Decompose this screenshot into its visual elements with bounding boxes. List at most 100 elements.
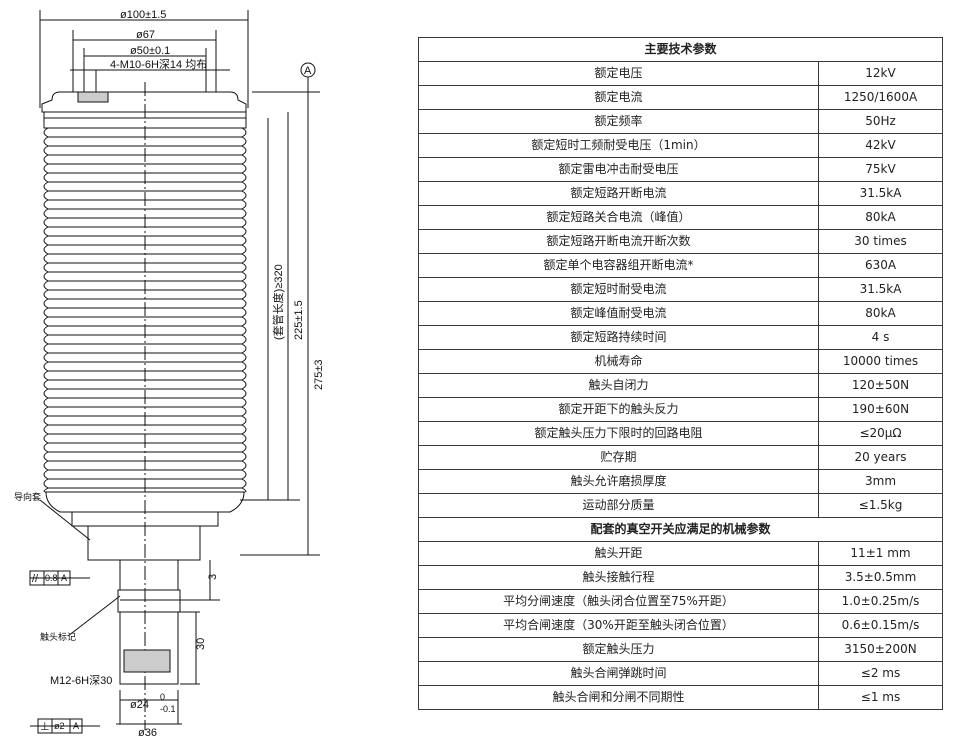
parameter-label: 贮存期 xyxy=(418,445,819,470)
dim-225: 225±1.5 xyxy=(293,300,305,340)
corrugation-rib xyxy=(43,316,247,327)
corrugation-rib xyxy=(43,361,247,372)
section-title: 主要技术参数 xyxy=(417,37,944,62)
parameter-label: 额定开距下的触头反力 xyxy=(418,397,819,422)
parameter-value: 1.0±0.25m/s xyxy=(817,589,944,614)
dim-30: 30 xyxy=(195,638,207,650)
parameter-label: 额定短路关合电流（峰值） xyxy=(418,205,819,230)
parameter-label: 额定触头压力 xyxy=(418,637,819,662)
table-row: 平均合闸速度（30%开距至触头闭合位置）0.6±0.15m/s xyxy=(418,613,944,638)
dim-3: 3 xyxy=(207,574,219,580)
parameter-label: 触头合闸和分闸不同期性 xyxy=(418,685,819,710)
parameter-label: 平均分闸速度（触头闭合位置至75%开距） xyxy=(418,589,819,614)
parameter-label: 额定短路开断电流 xyxy=(418,181,819,206)
parameter-value: 31.5kA xyxy=(817,181,944,206)
parameter-label: 额定雷电冲击耐受电压 xyxy=(418,157,819,182)
parameter-label: 触头自闭力 xyxy=(418,373,819,398)
table-row: 触头合闸弹跳时间≤2 ms xyxy=(418,661,944,686)
perpendicularity-value: ø2 xyxy=(54,721,65,731)
parameter-value: 3150±200N xyxy=(817,637,944,662)
table-row: 额定短时工频耐受电压（1min）42kV xyxy=(418,133,944,158)
table-row: 额定触头压力下限时的回路电阻≤20μΩ xyxy=(418,421,944,446)
dim-d24-tol-upper: 0 xyxy=(160,692,165,702)
dim-275: 275±3 xyxy=(313,359,325,390)
parameter-label: 运动部分质量 xyxy=(418,493,819,518)
corrugation-rib xyxy=(43,145,247,156)
parameter-label: 额定短时耐受电流 xyxy=(418,277,819,302)
parameter-label: 额定触头压力下限时的回路电阻 xyxy=(418,421,819,446)
dim-top-2: ø67 xyxy=(136,29,155,41)
corrugation-rib xyxy=(43,190,247,201)
parameter-label: 额定峰值耐受电流 xyxy=(418,301,819,326)
parameter-value: 30 times xyxy=(817,229,944,254)
parameter-label: 额定频率 xyxy=(418,109,819,134)
parameter-value: 42kV xyxy=(817,133,944,158)
parameter-label: 额定单个电容器组开断电流* xyxy=(418,253,819,278)
label-guide-sleeve: 导向套 xyxy=(14,491,41,502)
perpendicularity-symbol: ⊥ xyxy=(40,721,50,733)
dim-thread-top: 4-M10-6H深14 均布 xyxy=(110,58,207,71)
parameter-value: 630A xyxy=(817,253,944,278)
table-section-row: 配套的真空开关应满足的机械参数 xyxy=(417,517,944,542)
parameter-value: 75kV xyxy=(817,157,944,182)
parallel-symbol: // xyxy=(32,573,39,585)
parameter-label: 触头接触行程 xyxy=(418,565,819,590)
parameter-value: 120±50N xyxy=(817,373,944,398)
corrugation-rib xyxy=(43,343,247,354)
corrugation-rib xyxy=(43,163,247,174)
parameter-label: 触头允许磨损厚度 xyxy=(418,469,819,494)
parallel-datum: A xyxy=(61,573,67,583)
table-row: 平均分闸速度（触头闭合位置至75%开距）1.0±0.25m/s xyxy=(418,589,944,614)
label-contact-mark: 触头标记 xyxy=(40,631,76,642)
interrupter-drawing: ø100±1.5 ø67 ø50±0.1 4-M10-6H深14 均布 A (套… xyxy=(14,9,325,739)
parameter-value: 12kV xyxy=(817,61,944,86)
parameter-value: ≤2 ms xyxy=(817,661,944,686)
parameter-label: 平均合闸速度（30%开距至触头闭合位置） xyxy=(418,613,819,638)
parameter-value: 3mm xyxy=(817,469,944,494)
table-row: 额定单个电容器组开断电流*630A xyxy=(418,253,944,278)
dim-body-length: (套管长度)≥320 xyxy=(271,264,285,340)
parameter-value: 10000 times xyxy=(817,349,944,374)
perpendicularity-datum: A xyxy=(73,721,79,731)
section-title: 配套的真空开关应满足的机械参数 xyxy=(417,517,944,542)
parameter-value: 31.5kA xyxy=(817,277,944,302)
parameter-label: 触头开距 xyxy=(418,541,819,566)
corrugation-rib xyxy=(43,388,247,399)
parameter-value: 3.5±0.5mm xyxy=(817,565,944,590)
dim-top-1: ø100±1.5 xyxy=(120,9,166,21)
dim-d24: ø24 xyxy=(130,699,149,711)
parameter-value: ≤1.5kg xyxy=(817,493,944,518)
parameter-value: 20 years xyxy=(817,445,944,470)
parameter-value: ≤1 ms xyxy=(817,685,944,710)
parameter-value: 50Hz xyxy=(817,109,944,134)
parameter-value: 80kA xyxy=(817,301,944,326)
parameter-label: 额定短路持续时间 xyxy=(418,325,819,350)
table-row: 运动部分质量≤1.5kg xyxy=(418,493,944,518)
parameter-label: 触头合闸弹跳时间 xyxy=(418,661,819,686)
datum-label: A xyxy=(304,65,312,77)
dim-top-3: ø50±0.1 xyxy=(130,45,170,57)
table-row: 额定短路关合电流（峰值）80kA xyxy=(418,205,944,230)
table-section-row: 主要技术参数 xyxy=(417,37,944,62)
dim-thread-bottom: M12-6H深30 xyxy=(50,674,112,687)
dim-d24-tol-lower: -0.1 xyxy=(160,704,176,714)
parameter-label: 额定短时工频耐受电压（1min） xyxy=(418,133,819,158)
parameter-value: 4 s xyxy=(817,325,944,350)
